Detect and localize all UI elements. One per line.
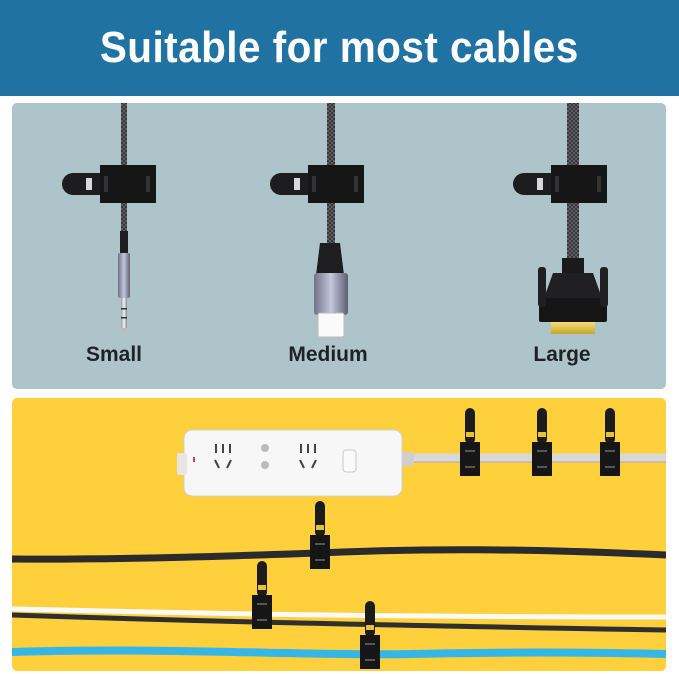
power-strip: [177, 429, 403, 497]
page-title: Suitable for most cables: [100, 23, 579, 72]
header-banner: Suitable for most cables: [0, 0, 679, 96]
usage-scene-panel: [12, 398, 666, 671]
small-cable-illustration: [62, 103, 156, 335]
large-cable-illustration: [513, 103, 608, 334]
size-label-medium: Medium: [288, 343, 368, 366]
size-label-large: Large: [533, 343, 591, 366]
medium-cable-illustration: [270, 103, 364, 338]
size-label-small: Small: [85, 343, 143, 366]
cable-size-panel: Small Medium Large: [12, 103, 666, 389]
